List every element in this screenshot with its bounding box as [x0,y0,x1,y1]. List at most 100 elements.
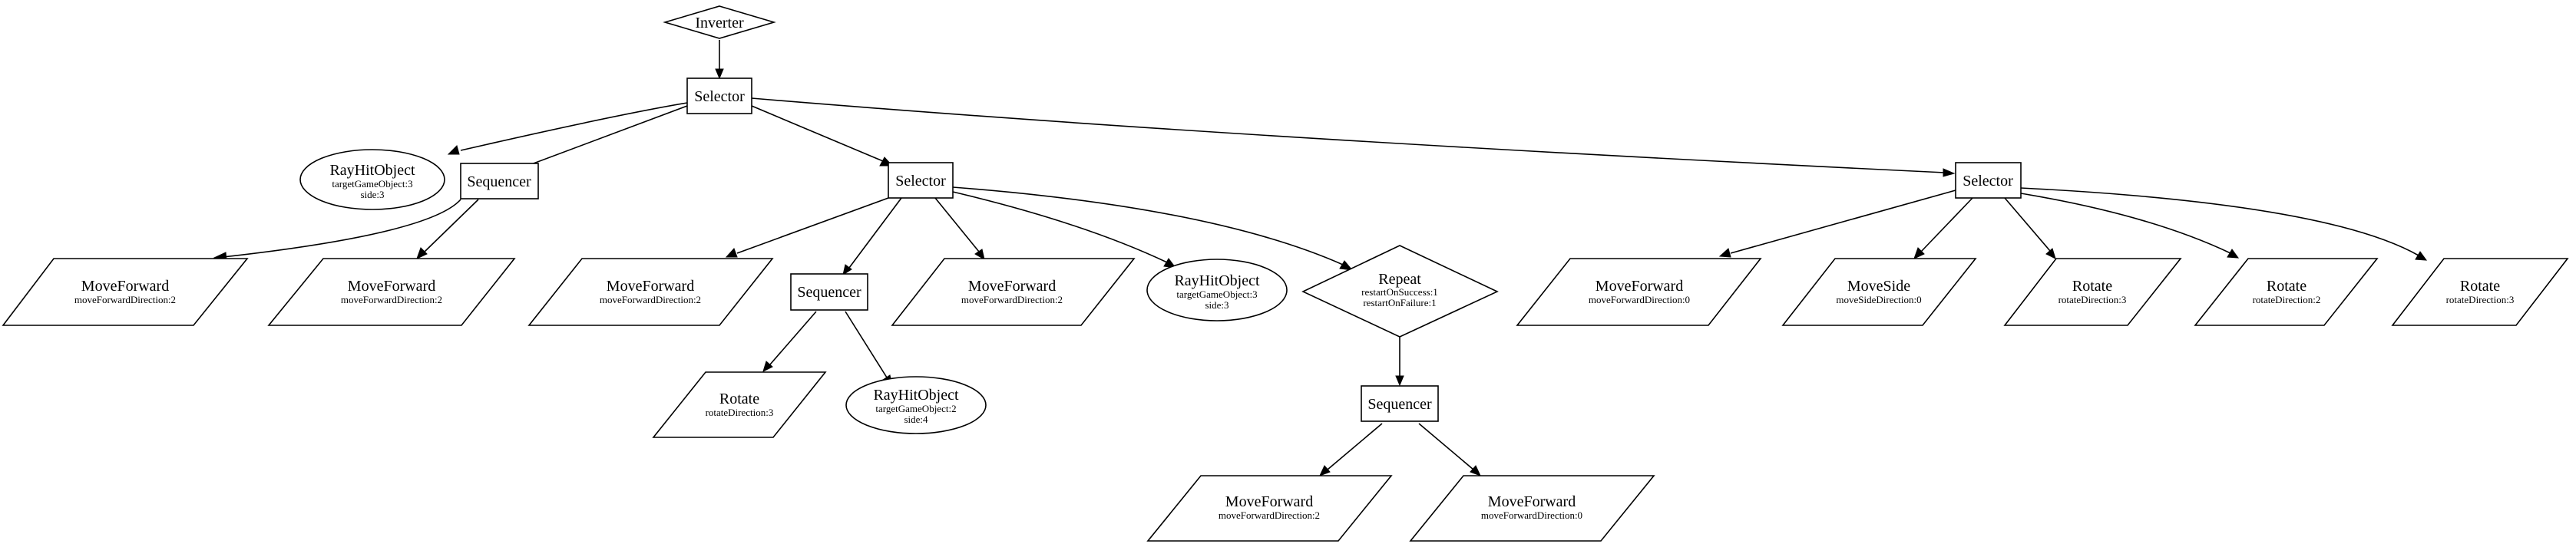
sequencer-node[interactable]: Sequencer [1361,385,1439,422]
node-param: moveForwardDirection:2 [74,294,176,305]
node-param: moveForwardDirection:0 [1589,294,1690,305]
node-label: Rotate [2072,278,2112,295]
edge-selector-repeat [952,186,1344,265]
arrowhead [1943,168,1956,177]
rayhitobject-node[interactable]: RayHitObject targetGameObject:3 side:3 [1146,259,1288,321]
node-label: Selector [1963,173,2013,190]
node-param: targetGameObject:3 [1176,288,1257,300]
node-label: MoveForward [1596,278,1683,295]
sequencer-node[interactable]: Sequencer [460,163,539,199]
arrowhead [762,361,773,372]
edge-selector-rayhitobject [952,191,1168,263]
node-param: rotateDirection:3 [2446,294,2515,305]
node-param: rotateDirection:3 [706,407,774,418]
node-param: side:4 [904,414,928,425]
rotate-node[interactable]: Rotate rotateDirection:2 [2194,258,2379,326]
sequencer-node[interactable]: Sequencer [790,273,868,311]
arrowhead [416,247,428,259]
selector-node[interactable]: Selector [686,77,752,114]
node-label: MoveForward [81,278,169,295]
edge-selector-moveforward [934,197,980,252]
selector-node[interactable]: Selector [888,162,954,199]
arrowhead [1718,248,1731,258]
node-param: moveForwardDirection:0 [1481,509,1582,521]
rotate-node[interactable]: Rotate rotateDirection:3 [2003,258,2182,326]
arrowhead [1395,375,1404,387]
edge-selector-rotate [2020,187,2419,256]
node-label: MoveForward [348,278,435,295]
node-label: Sequencer [797,284,861,301]
node-label: MoveForward [968,278,1056,295]
arrowhead [715,68,724,80]
arrowhead [2227,249,2240,259]
arrowhead [2045,248,2056,259]
node-label: Sequencer [1367,396,1432,413]
edge-selector-moveside [1920,197,1973,252]
edge-selector-sequencer [848,197,902,269]
node-param: restartOnFailure:1 [1363,297,1436,308]
edge-selector-rotate [2020,193,2231,254]
moveforward-node[interactable]: MoveForward moveForwardDirection:2 [527,258,774,326]
node-param: rotateDirection:3 [2058,294,2127,305]
node-param: moveForwardDirection:2 [600,294,701,305]
moveforward-node[interactable]: MoveForward moveForwardDirection:2 [2,258,249,326]
node-label: MoveForward [607,278,694,295]
arrowhead [1339,260,1354,271]
moveforward-node[interactable]: MoveForward moveForwardDirection:2 [1146,475,1393,542]
edge-sequencer-rotate [769,311,817,365]
rayhitobject-node[interactable]: RayHitObject targetGameObject:2 side:4 [845,376,987,434]
edge-selector-moveforward [736,197,889,254]
node-label: Selector [895,173,946,190]
node-label: RayHitObject [329,162,415,179]
arrowhead [1913,247,1925,259]
inverter-node[interactable]: Inverter [663,5,776,39]
node-param: moveForwardDirection:2 [961,294,1063,305]
arrowhead [2415,251,2428,261]
arrowhead [842,264,852,276]
node-label: Inverter [695,15,744,31]
node-label: Rotate [2267,278,2306,295]
arrowhead [974,249,985,261]
node-label: Sequencer [467,173,531,190]
edge-selector-moveforward [1730,190,1956,254]
node-label: RayHitObject [1174,272,1260,289]
edge-selector-sequencer [512,105,688,172]
node-param: moveForwardDirection:2 [1219,509,1320,521]
edges [213,40,2428,476]
node-param: moveForwardDirection:2 [341,294,442,305]
moveforward-node[interactable]: MoveForward moveForwardDirection:0 [1409,475,1655,542]
moveforward-node[interactable]: MoveForward moveForwardDirection:0 [1516,258,1762,326]
rotate-node[interactable]: Rotate rotateDirection:3 [652,371,827,438]
node-param: moveSideDirection:0 [1836,294,1921,305]
node-param: targetGameObject:3 [332,178,412,190]
node-param: side:3 [360,189,384,200]
node-label: Repeat [1378,271,1421,288]
node-label: MoveForward [1225,493,1313,510]
repeat-node[interactable]: Repeat restartOnSuccess:1 restartOnFailu… [1301,245,1499,338]
node-label: MoveSide [1847,278,1910,295]
edge-sequencer-moveforward [1327,423,1383,470]
nodes: Inverter Selector RayHitObject targetGam… [2,5,2569,542]
node-param: restartOnSuccess:1 [1361,286,1438,298]
node-label: Rotate [719,391,759,407]
edge-sequencer-moveforward [1418,423,1474,470]
selector-node[interactable]: Selector [1955,162,2022,199]
moveside-node[interactable]: MoveSide moveSideDirection:0 [1781,258,1977,326]
edge-selector-rayhitobject [460,102,688,151]
rotate-node[interactable]: Rotate rotateDirection:3 [2391,258,2569,326]
node-param: targetGameObject:2 [875,403,956,414]
node-label: MoveForward [1488,493,1576,510]
edge-sequencer-moveforward [222,199,461,258]
edge-sequencer-rayhitobject [845,311,888,378]
node-label: Rotate [2460,278,2500,295]
edge-selector-selector-right [751,97,1946,173]
arrowhead [1319,465,1331,476]
moveforward-node[interactable]: MoveForward moveForwardDirection:2 [891,258,1136,326]
node-label: RayHitObject [873,387,959,404]
rayhitobject-node[interactable]: RayHitObject targetGameObject:3 side:3 [299,149,445,210]
edge-selector-rotate [2004,197,2051,252]
arrowhead [447,145,460,155]
moveforward-node[interactable]: MoveForward moveForwardDirection:2 [267,258,516,326]
arrowhead [1470,465,1481,476]
